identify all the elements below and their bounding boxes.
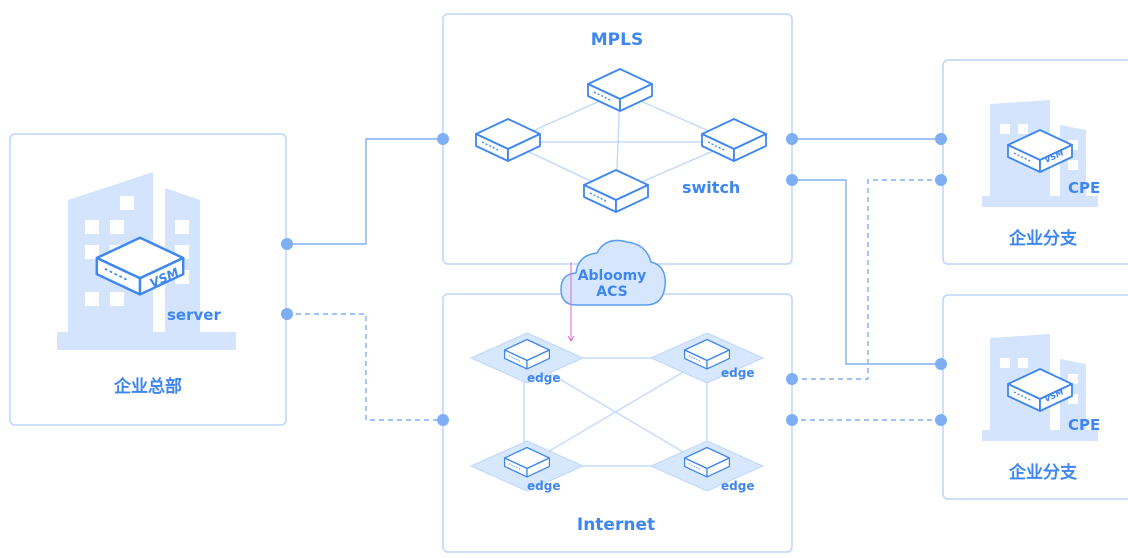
branch1-title: 企业分支 <box>1008 228 1078 249</box>
internet-title: Internet <box>577 515 655 535</box>
edge-label: edge <box>527 371 560 385</box>
server-label: server <box>167 306 221 324</box>
cpe-label: CPE <box>1068 179 1100 197</box>
edge-label: edge <box>721 479 754 493</box>
internet-box <box>442 293 793 553</box>
connection-lines <box>287 138 941 421</box>
cpe-label: CPE <box>1068 416 1100 434</box>
cloud-icon <box>560 239 666 306</box>
switch-label: switch <box>682 178 740 197</box>
edge-label: edge <box>527 479 560 493</box>
edge-label: edge <box>721 366 754 380</box>
edge-device-tr: edge <box>650 332 764 384</box>
cloud-link-arrow-icon <box>567 335 575 342</box>
cloud-label-line1: Abloomy <box>578 268 647 284</box>
cloud-label-line2: ACS <box>596 284 627 300</box>
branch1-vsm-device: VSM <box>1007 129 1073 173</box>
edge-device-tl: edge <box>470 332 584 385</box>
hq-title: 企业总部 <box>113 376 182 397</box>
edge-device-bl: edge <box>470 440 584 493</box>
branch2-title: 企业分支 <box>1008 462 1078 483</box>
mpls-title: MPLS <box>591 30 643 50</box>
edge-device-br: edge <box>650 440 764 493</box>
connection-dots <box>281 133 947 426</box>
branch2-vsm-device: VSM <box>1007 368 1073 412</box>
